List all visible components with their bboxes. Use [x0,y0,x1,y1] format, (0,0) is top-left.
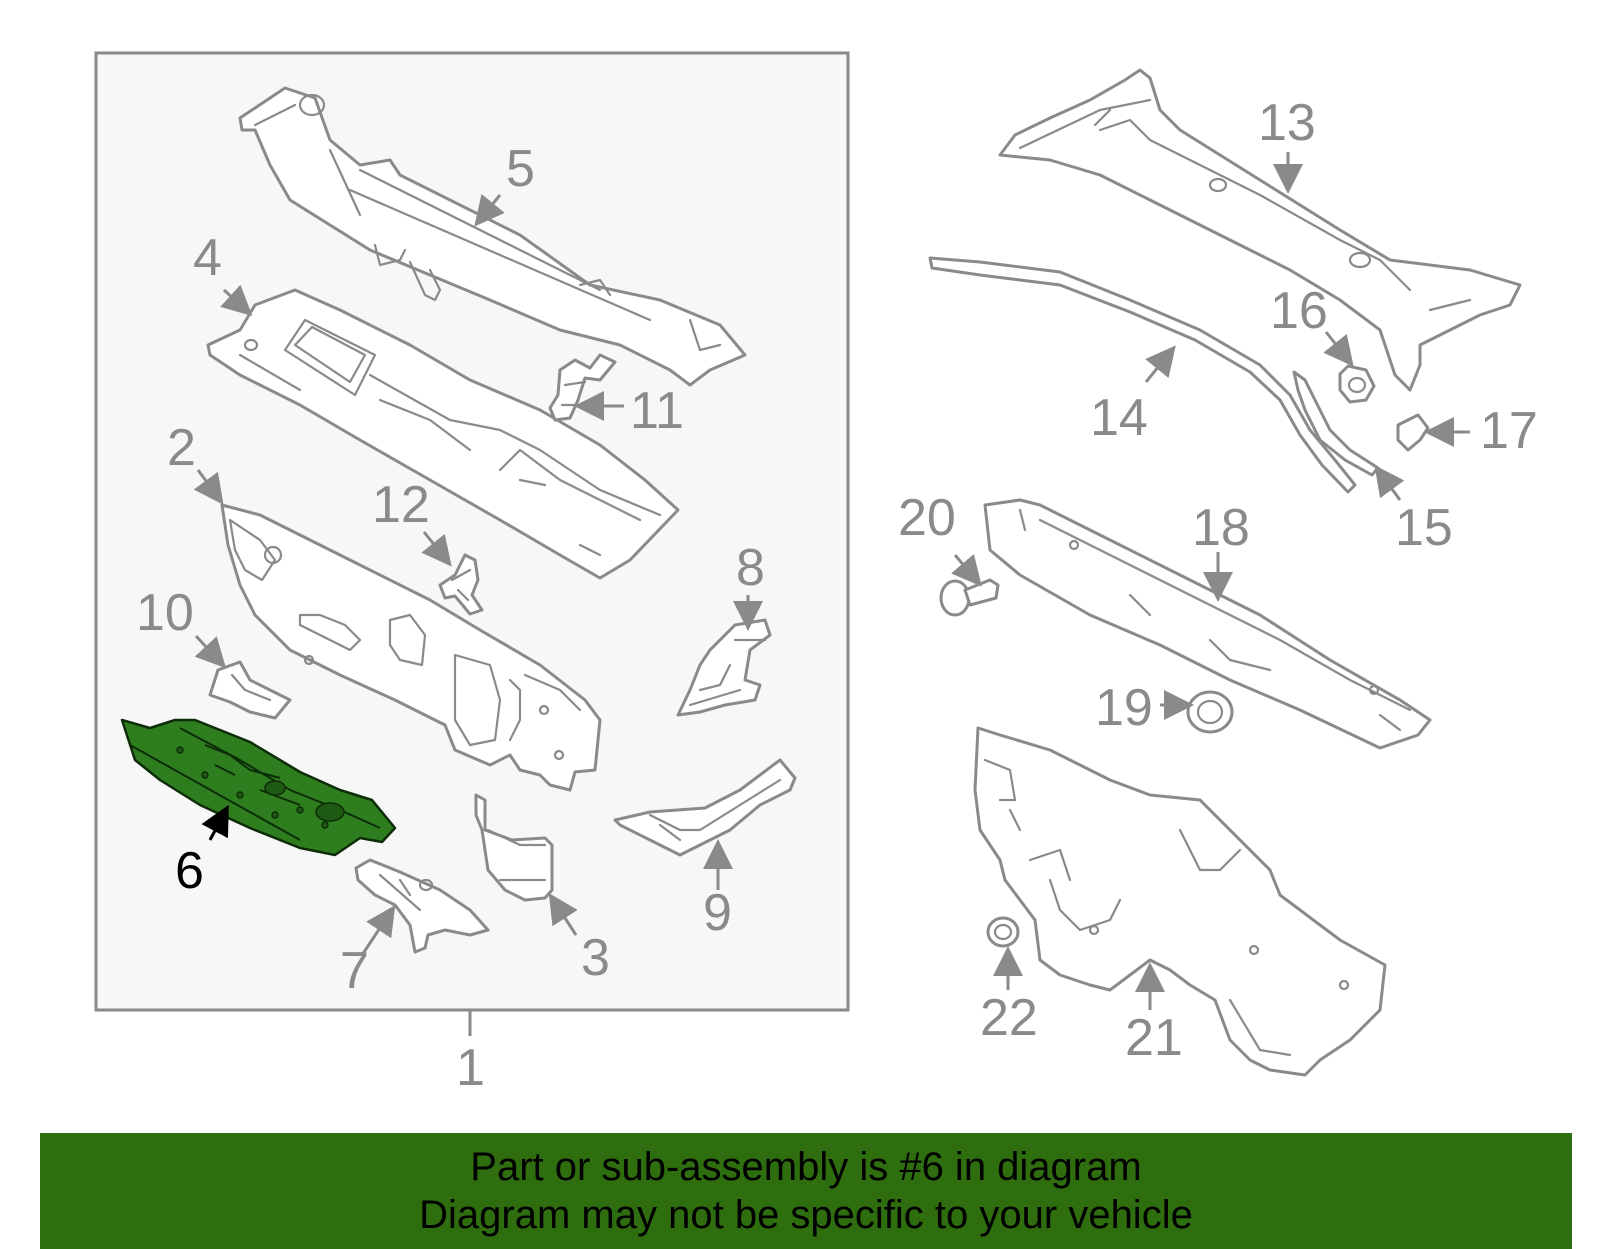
callout-21: 21 [1125,1009,1183,1067]
callout-5-leader [474,193,505,227]
banner-line-1: Part or sub-assembly is #6 in diagram [470,1145,1142,1189]
callout-14: 14 [1090,389,1148,447]
callout-7-leader [360,905,396,956]
callout-2-leader [193,469,224,505]
callout-6: 6 [175,842,204,900]
callout-16: 16 [1270,282,1328,340]
callout-19: 19 [1095,679,1153,737]
callout-8: 8 [736,539,765,597]
callout-20-leader [951,554,982,587]
part-20-push-pin[interactable] [939,578,1000,617]
callout-7: 7 [340,942,369,1000]
callout-18: 18 [1192,499,1250,557]
callout-6-leader [201,804,229,841]
part-17-clip[interactable] [1396,413,1430,452]
part-2-dash-panel[interactable] [220,503,602,792]
part-22-grommet[interactable] [986,916,1020,948]
part-7-lower-bracket[interactable] [354,858,490,954]
callout-10: 10 [136,584,194,642]
part-6-cowl-reinforcement-highlighted[interactable] [120,718,397,857]
callout-15-leader [1374,465,1405,501]
callout-4-leader [220,284,253,317]
part-4-dash-upper-panel[interactable] [206,288,680,580]
part-13-cowl-top-panel[interactable] [998,68,1522,392]
part-18-lower-cowl-member[interactable] [983,498,1432,750]
part-12-bracket[interactable] [438,553,484,616]
callout-12-leader [421,531,452,567]
part-10-plate[interactable] [208,660,292,720]
callout-17: 17 [1480,402,1538,460]
callout-22: 22 [980,989,1038,1047]
part-11-bracket[interactable] [548,353,617,422]
part-19-grommet[interactable] [1186,690,1234,734]
callout-10-leader [194,634,227,669]
callout-16-leader [1323,331,1354,367]
callout-9: 9 [703,884,732,942]
callout-11: 11 [630,382,684,440]
callout-13: 13 [1258,94,1316,152]
part-8-side-bracket[interactable] [676,618,772,717]
callout-2: 2 [167,419,196,477]
callout-12: 12 [372,476,430,534]
part-16-nut[interactable] [1338,364,1376,404]
callout-1: 1 [456,1039,485,1097]
callout-3: 3 [581,929,610,987]
callout-4: 4 [193,229,222,287]
part-21-dash-insulator[interactable] [973,726,1387,1077]
callout-3-leader [548,892,578,936]
callout-20: 20 [898,489,956,547]
callout-15: 15 [1395,499,1453,557]
banner-line-2: Diagram may not be specific to your vehi… [419,1193,1193,1237]
part-5-cowl-upper-member[interactable] [238,86,747,387]
callout-5: 5 [506,140,535,198]
part-14-weatherstrip[interactable] [928,256,1357,494]
part-3-bracket[interactable] [474,793,554,902]
assembly-panel-box [94,51,850,1012]
callout-14-leader [1144,345,1176,383]
part-9-side-bracket[interactable] [613,758,797,857]
info-banner: Part or sub-assembly is #6 in diagram Di… [40,1133,1572,1249]
